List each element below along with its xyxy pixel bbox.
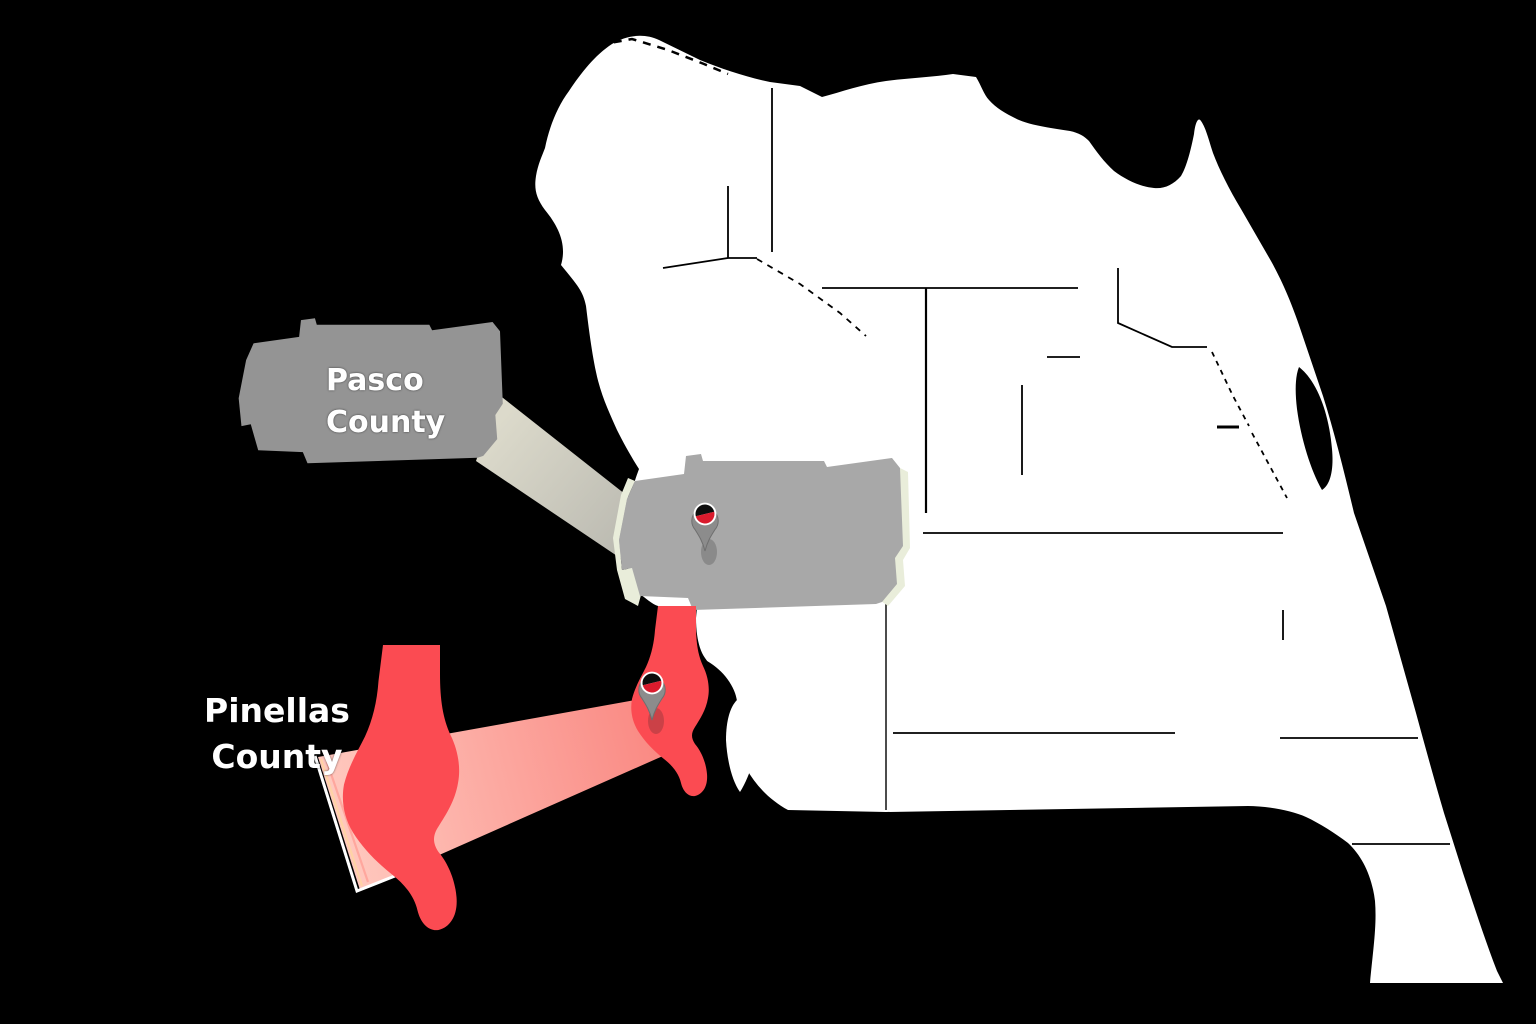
pinellas-label-line1: Pinellas <box>204 691 350 730</box>
boundary-line <box>1117 268 1207 348</box>
beam-stripe-orange <box>319 758 364 887</box>
boundary-line <box>756 258 867 337</box>
beam-stripe-pink <box>325 761 370 883</box>
pasco-beam <box>476 394 630 564</box>
hillsborough-bay <box>720 731 789 813</box>
pasco-county-label: Pasco County <box>326 360 445 444</box>
nw-coast-islands-line <box>598 37 729 76</box>
pinellas-county-label: Pinellas County <box>188 688 366 780</box>
boundary-line <box>1211 351 1288 499</box>
boundary-line <box>662 186 757 269</box>
interbay-peninsula <box>726 700 757 792</box>
pasco-county-shape[interactable] <box>619 454 903 610</box>
pinellas-label-line2: County <box>211 737 343 776</box>
mosquito-lagoon <box>1295 367 1333 490</box>
pasco-coast-sliver-right <box>881 468 910 606</box>
pasco-label-line2: County <box>326 405 446 440</box>
county-boundary-lines <box>598 37 1450 845</box>
boundary-line <box>893 732 1418 739</box>
pasco-label-line1: Pasco <box>326 363 424 398</box>
florida-landmass <box>535 35 1503 984</box>
